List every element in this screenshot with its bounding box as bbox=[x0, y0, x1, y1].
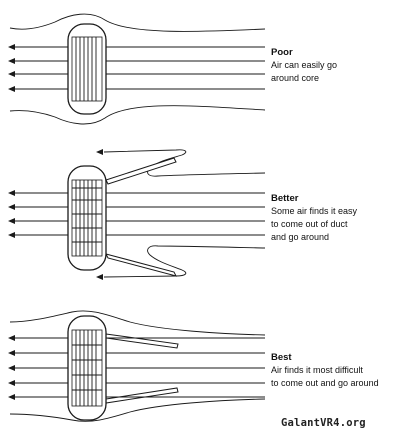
intercooler-core bbox=[67, 165, 107, 271]
airflow-arrows bbox=[8, 190, 265, 238]
duct-wall-bottom bbox=[105, 387, 179, 404]
panel-caption-better-line2: to come out of duct bbox=[271, 219, 348, 229]
intercooler-core bbox=[67, 315, 107, 421]
airflow-arrows bbox=[8, 44, 265, 92]
panel-caption-better-line3: and go around bbox=[271, 232, 329, 242]
streamline-top-outer bbox=[9, 310, 266, 336]
arrowhead-escape-top bbox=[96, 149, 103, 155]
watermark: GalantVR4.org bbox=[281, 417, 366, 429]
panel-title-poor: Poor bbox=[271, 47, 293, 58]
duct-wall-bottom bbox=[105, 253, 177, 277]
duct-wall-top bbox=[105, 157, 177, 185]
panel-caption-best-line1: Air finds it most difficult bbox=[271, 365, 363, 375]
streamline-bottom-outer bbox=[9, 398, 266, 422]
duct-wall-top bbox=[105, 333, 179, 349]
panel-caption-poor-line2: around core bbox=[271, 73, 319, 83]
panel-poor: Poor Air can easily go around core bbox=[8, 13, 337, 125]
arrowhead-escape-bottom bbox=[96, 274, 103, 280]
streamline-escape-top bbox=[103, 149, 266, 177]
panel-title-best: Best bbox=[271, 352, 292, 363]
streamline-top-outer bbox=[9, 13, 266, 32]
airflow-arrows bbox=[8, 335, 265, 400]
streamline-bottom-outer bbox=[9, 105, 266, 125]
panel-caption-best-line2: to come out and go around bbox=[271, 378, 379, 388]
panel-caption-better-line1: Some air finds it easy bbox=[271, 206, 358, 216]
panel-title-better: Better bbox=[271, 193, 299, 204]
panel-best: Best Air finds it most difficult to come… bbox=[8, 310, 379, 422]
panel-caption-poor-line1: Air can easily go bbox=[271, 60, 337, 70]
streamline-escape-bottom bbox=[103, 245, 266, 278]
panel-better: Better Some air finds it easy to come ou… bbox=[8, 149, 358, 280]
intercooler-core bbox=[67, 23, 107, 115]
